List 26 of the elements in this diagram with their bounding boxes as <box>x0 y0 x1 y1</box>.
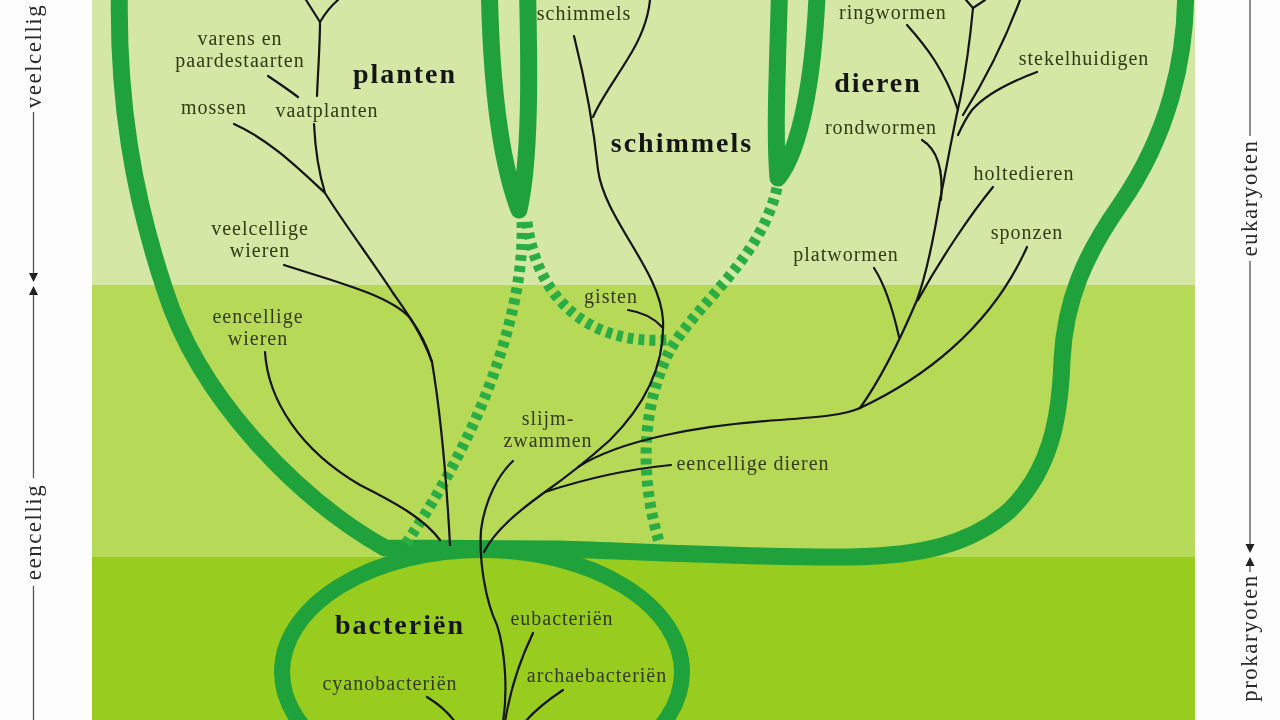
range-label: veelcellig <box>21 3 47 109</box>
taxon-label: ringwormen <box>839 1 947 23</box>
taxon-label: holtedieren <box>973 162 1075 184</box>
group-label: bacteriën <box>335 609 465 641</box>
range-label: eencellig <box>21 483 47 581</box>
taxon-label: sponzen <box>990 221 1064 243</box>
taxon-label: eencellige dieren <box>676 452 830 474</box>
taxon-label: rondwormen <box>824 116 938 138</box>
range-label: prokaryoten <box>1237 574 1263 702</box>
taxon-label: platwormen <box>793 243 899 265</box>
taxon-label: varens en paardestaarten <box>175 27 305 71</box>
group-label: dieren <box>834 67 922 99</box>
taxon-label: cyanobacteriën <box>322 672 458 694</box>
taxon-label: vaatplanten <box>275 99 379 121</box>
taxon-label: mossen <box>181 96 247 118</box>
taxon-label: slijm- zwammen <box>503 407 593 451</box>
range-label: eukaryoten <box>1237 139 1263 257</box>
taxon-label: gisten <box>584 285 638 307</box>
taxon-label: stekelhuidigen <box>1018 47 1150 69</box>
taxon-label: veelcellige wieren <box>211 217 309 261</box>
taxon-label: eubacteriën <box>510 607 614 629</box>
taxon-label: archaebacteriën <box>526 664 668 686</box>
taxon-label: eencellige wieren <box>212 305 304 349</box>
taxon-label: schimmels <box>536 2 632 24</box>
group-label: schimmels <box>610 127 754 159</box>
group-label: planten <box>352 58 458 90</box>
